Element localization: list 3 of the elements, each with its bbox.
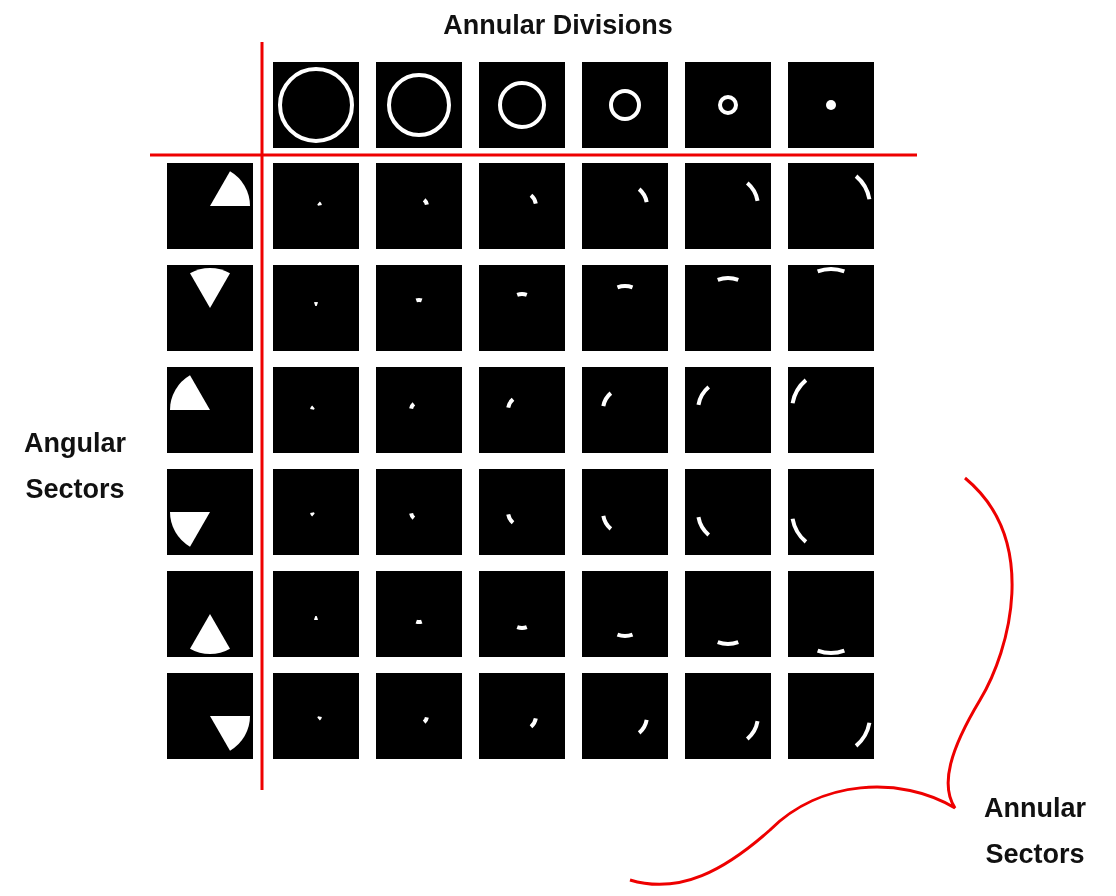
- axis-label: Annular Sectors: [983, 792, 1087, 871]
- axis-title: Annular Divisions: [442, 9, 674, 42]
- axis-label: Angular Sectors: [23, 427, 127, 506]
